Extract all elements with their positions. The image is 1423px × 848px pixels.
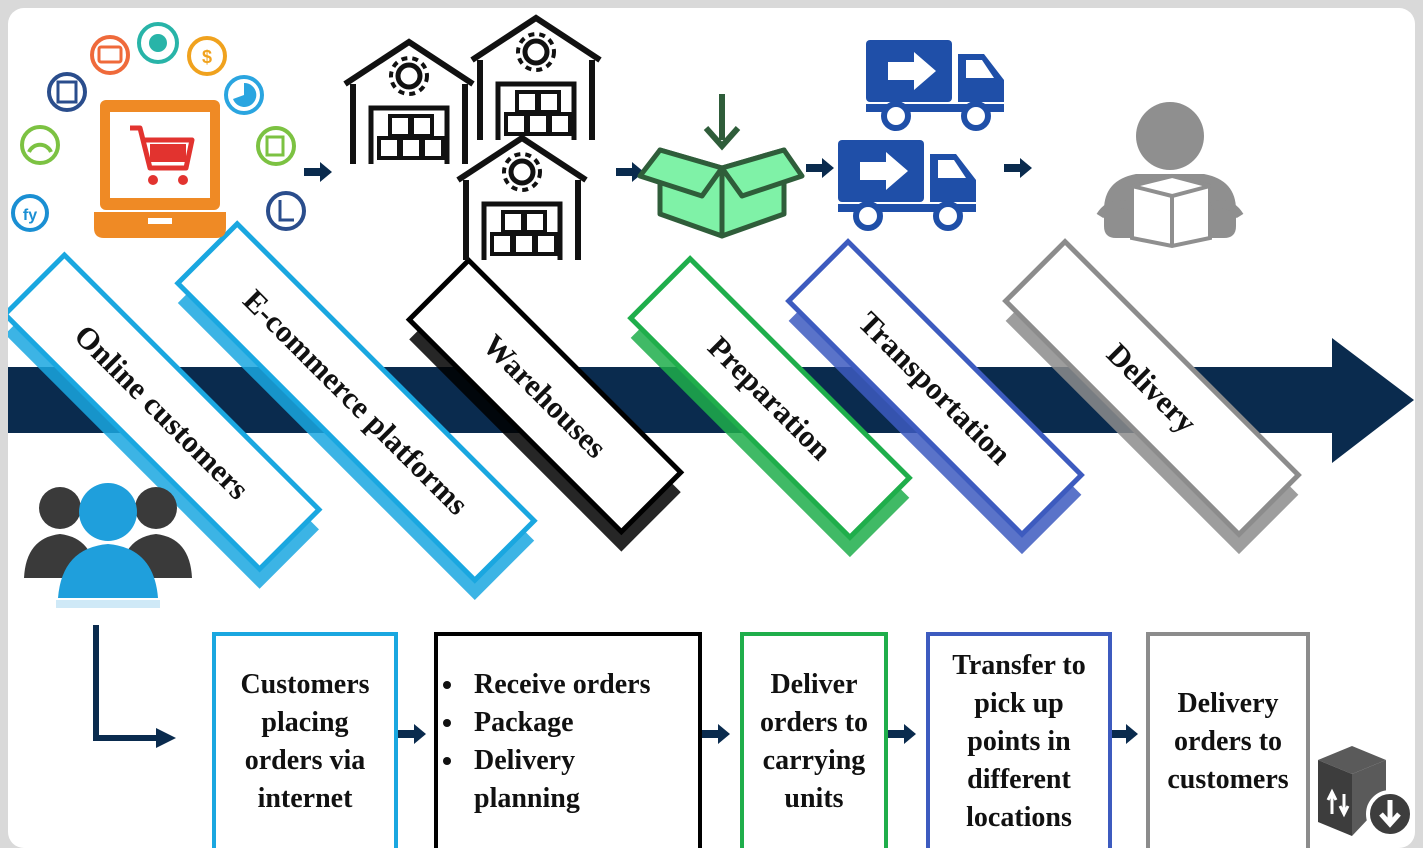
step-4-text: Transfer to pick up points in different … (952, 650, 1086, 833)
step-box-2: Receive orders Package Delivery planning (434, 632, 702, 848)
svg-text:fy: fy (23, 207, 37, 224)
open-box-icon (637, 94, 805, 239)
step-2-list: Receive orders Package Delivery planning (438, 666, 664, 818)
step-arrow-icon (888, 724, 916, 744)
customers-group-icon (24, 483, 192, 608)
stage-banner-frame (8, 251, 323, 573)
delivery-truck-icon (838, 40, 1004, 228)
ecommerce-laptop-cart-icon: fy $ (11, 22, 306, 238)
stage-banner: Online customers (8, 251, 323, 589)
flow-arrow-icon (304, 162, 332, 182)
flow-arrow-icon (806, 158, 834, 178)
step-box-4: Transfer to pick up points in different … (926, 632, 1112, 848)
step-box-3: Deliver orders to carrying units (740, 632, 888, 848)
flow-connector (93, 625, 176, 748)
step-5-text: Delivery orders to customers (1167, 688, 1289, 795)
step-box-5: Delivery orders to customers (1146, 632, 1310, 848)
step-2-bullet: Delivery planning (466, 742, 664, 818)
step-arrow-icon (702, 724, 730, 744)
step-1-text: Customers placing orders via internet (240, 669, 370, 814)
step-3-text: Deliver orders to carrying units (759, 669, 869, 814)
svg-text:$: $ (202, 47, 212, 67)
person-holding-box-icon (1096, 102, 1244, 249)
stage-banner-frame (1002, 238, 1302, 538)
step-2-bullet: Package (466, 704, 664, 742)
step-box-1: Customers placing orders via internet (212, 632, 398, 848)
step-2-bullet: Receive orders (466, 666, 664, 704)
flow-arrow-icon (1004, 158, 1032, 178)
step-arrow-icon (1110, 724, 1138, 744)
stage-banner: Warehouses (405, 256, 685, 552)
package-download-icon (1318, 746, 1414, 838)
stage-banner-frame (627, 255, 913, 541)
stage-banner-frame (405, 256, 685, 536)
flow-arrow-icon (616, 162, 644, 182)
warehouse-icon (345, 18, 600, 260)
stage-banner-frame (785, 238, 1085, 538)
step-arrow-icon (398, 724, 426, 744)
stage-banner-frame (174, 220, 538, 584)
